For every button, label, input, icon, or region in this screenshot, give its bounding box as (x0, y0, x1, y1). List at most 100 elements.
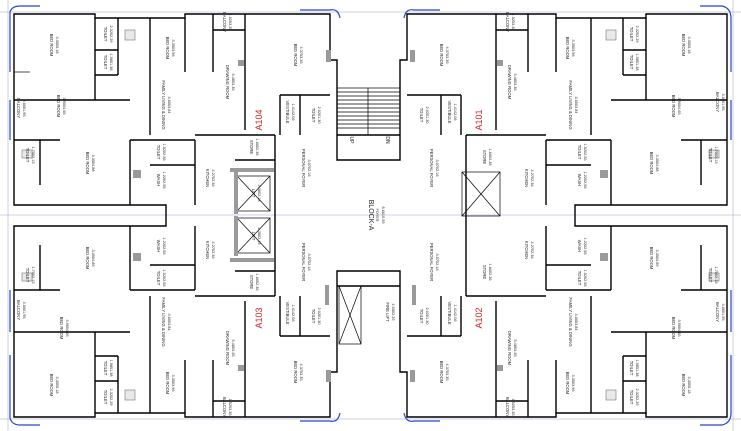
room-dim: 3.6601.95 (22, 100, 26, 117)
room-dim: 1.6602.36 (488, 264, 492, 281)
room-vestibule: VESTIBULE (447, 100, 452, 123)
room-dim: 3.6003.84 (574, 314, 578, 331)
room-dim: 2.0201.30 (425, 107, 429, 124)
room-bed: BED ROOM (293, 44, 298, 67)
room-wash: WASH (577, 240, 582, 252)
room-toilet: TOILET (629, 390, 634, 405)
room-dim: 4.2702.36 (211, 170, 215, 187)
room-dim: 1.9851.38 (635, 54, 639, 71)
room-dim: 2.3252.29 (109, 389, 113, 406)
room-toilet: TOILET (25, 148, 30, 163)
foyer-label: FOYER (375, 208, 379, 221)
room-dim: 1.5202.55 (162, 144, 166, 161)
room-balcony: BALCONY (715, 302, 720, 322)
wall-blocks (133, 50, 608, 382)
room-dim: 3.9004.65 (62, 98, 66, 115)
room-dim: 3.9004.65 (677, 320, 681, 337)
walls-bottom-right (407, 215, 727, 417)
room-dim: 3.3503.96 (571, 40, 575, 57)
stair-treads (337, 88, 400, 135)
room-dim: 3.3503.96 (171, 375, 175, 392)
room-dim: 2.0201.30 (425, 308, 429, 325)
room-personal-foyer: PERSONAL FOYER (429, 149, 434, 187)
room-kitchen: KITCHEN (524, 169, 529, 187)
room-dim: 1.2202.55 (162, 238, 166, 255)
room-dim: 1.9851.38 (109, 360, 113, 377)
room-bed: BED ROOM (681, 374, 686, 397)
room-dim: 5.4803.35 (231, 340, 235, 357)
room-dim: 1.2202.55 (583, 172, 587, 189)
room-balcony: BALCONY (16, 300, 21, 320)
room-dim: 3.6003.84 (167, 97, 171, 114)
room-dim: 4.3753.35 (299, 364, 303, 381)
room-toilet: TOILET (629, 27, 634, 42)
room-labels-bottom-left: TOILET 1.7502.13 BED ROOM 3.3504.89 WASH… (16, 238, 395, 418)
room-lift: LIFT (251, 232, 256, 241)
room-store: STORE (249, 140, 254, 155)
room-dim: 2.0201.30 (317, 308, 321, 325)
room-family: FAMILY LIVING & DINING (568, 80, 573, 129)
room-dim: 4.3753.35 (445, 364, 449, 381)
flat-a103: A103 (254, 307, 264, 328)
room-toilet: TOILET (311, 108, 316, 123)
room-bed: BED ROOM (49, 374, 54, 397)
room-dim: 1.9851.38 (109, 54, 113, 71)
room-dim: 1.6602.36 (488, 149, 492, 166)
room-balcony: BALCONY (715, 92, 720, 112)
room-bed: BED ROOM (439, 361, 444, 384)
room-dim: 4.2702.36 (530, 242, 534, 259)
room-toilet: TOILET (25, 268, 30, 283)
stair-dn: DN (384, 136, 390, 144)
room-toilet: TOILET (156, 271, 161, 286)
room-store: STORE (482, 265, 487, 280)
room-bed: BED ROOM (439, 44, 444, 67)
room-bed: BED ROOM (165, 372, 170, 395)
room-bed: BED ROOM (649, 152, 654, 175)
room-labels-top-left: BED ROOM 3.3505.18 TOILET 2.3252.29 TOIL… (16, 12, 321, 244)
room-dim: 3.6003.84 (167, 314, 171, 331)
room-wash: WASH (577, 174, 582, 186)
room-dim: 2.0502.29 (391, 304, 395, 321)
room-bed: BED ROOM (85, 247, 90, 270)
room-dim: 2.3252.29 (635, 26, 639, 43)
flat-a104: A104 (254, 109, 264, 130)
room-labels-top-right: VESTIBULE 1.4142.06 TOILET 2.0201.30 BED… (419, 12, 725, 188)
room-family: FAMILY LIVING & DINING (568, 297, 573, 346)
room-dim: 3.0702.16 (435, 160, 439, 177)
room-dim: 1.7502.13 (714, 267, 718, 284)
walls-top-left (14, 14, 330, 215)
room-dim: 3.3505.18 (687, 377, 691, 394)
room-dim: 3.9004.65 (677, 98, 681, 115)
room-dim: 2.3802.13 (257, 228, 261, 245)
room-drawing: DRAWING ROOM (507, 65, 512, 100)
room-kitchen: KITCHEN (205, 169, 210, 187)
room-bed: BED ROOM (565, 37, 570, 60)
room-dim: 3.0702.16 (307, 160, 311, 177)
room-dim: 3.3505.18 (55, 37, 59, 54)
room-dim: 3.3504.88 (91, 155, 95, 172)
room-dim: 1.2202.55 (583, 238, 587, 255)
room-vestibule: VESTIBULE (447, 301, 452, 324)
room-personal-foyer: PERSONAL FOYER (301, 243, 306, 281)
room-dim: 1.7502.13 (714, 147, 718, 164)
room-dim: 3.6003.84 (574, 97, 578, 114)
room-vestibule: VESTIBULE (285, 100, 290, 123)
walls-bottom-left (14, 215, 330, 417)
room-dim: 5.4803.35 (513, 74, 517, 91)
room-dim: 1.5202.55 (583, 144, 587, 161)
block-name: BLOCK-A (367, 200, 374, 231)
room-dim: 1.4142.06 (453, 104, 457, 121)
room-dim: 1.5202.55 (162, 270, 166, 287)
room-toilet: TOILET (629, 55, 634, 70)
walls-top-right (407, 14, 727, 215)
room-balcony: BALCONY (16, 98, 21, 118)
room-dim: 1.2202.55 (162, 172, 166, 189)
room-bed: BED ROOM (565, 372, 570, 395)
room-dim: 5.4803.35 (231, 74, 235, 91)
room-bed: BED ROOM (293, 361, 298, 384)
room-bed: BED ROOM (671, 95, 676, 118)
stair-up: UP (348, 137, 354, 145)
room-labels-bottom-right: PERSONAL FOYER 3.0702.16 STORE 1.6602.36… (419, 238, 725, 418)
labels: BLOCK-A FOYER 8.6610.59 UP DN A104 A101 … (254, 109, 484, 328)
